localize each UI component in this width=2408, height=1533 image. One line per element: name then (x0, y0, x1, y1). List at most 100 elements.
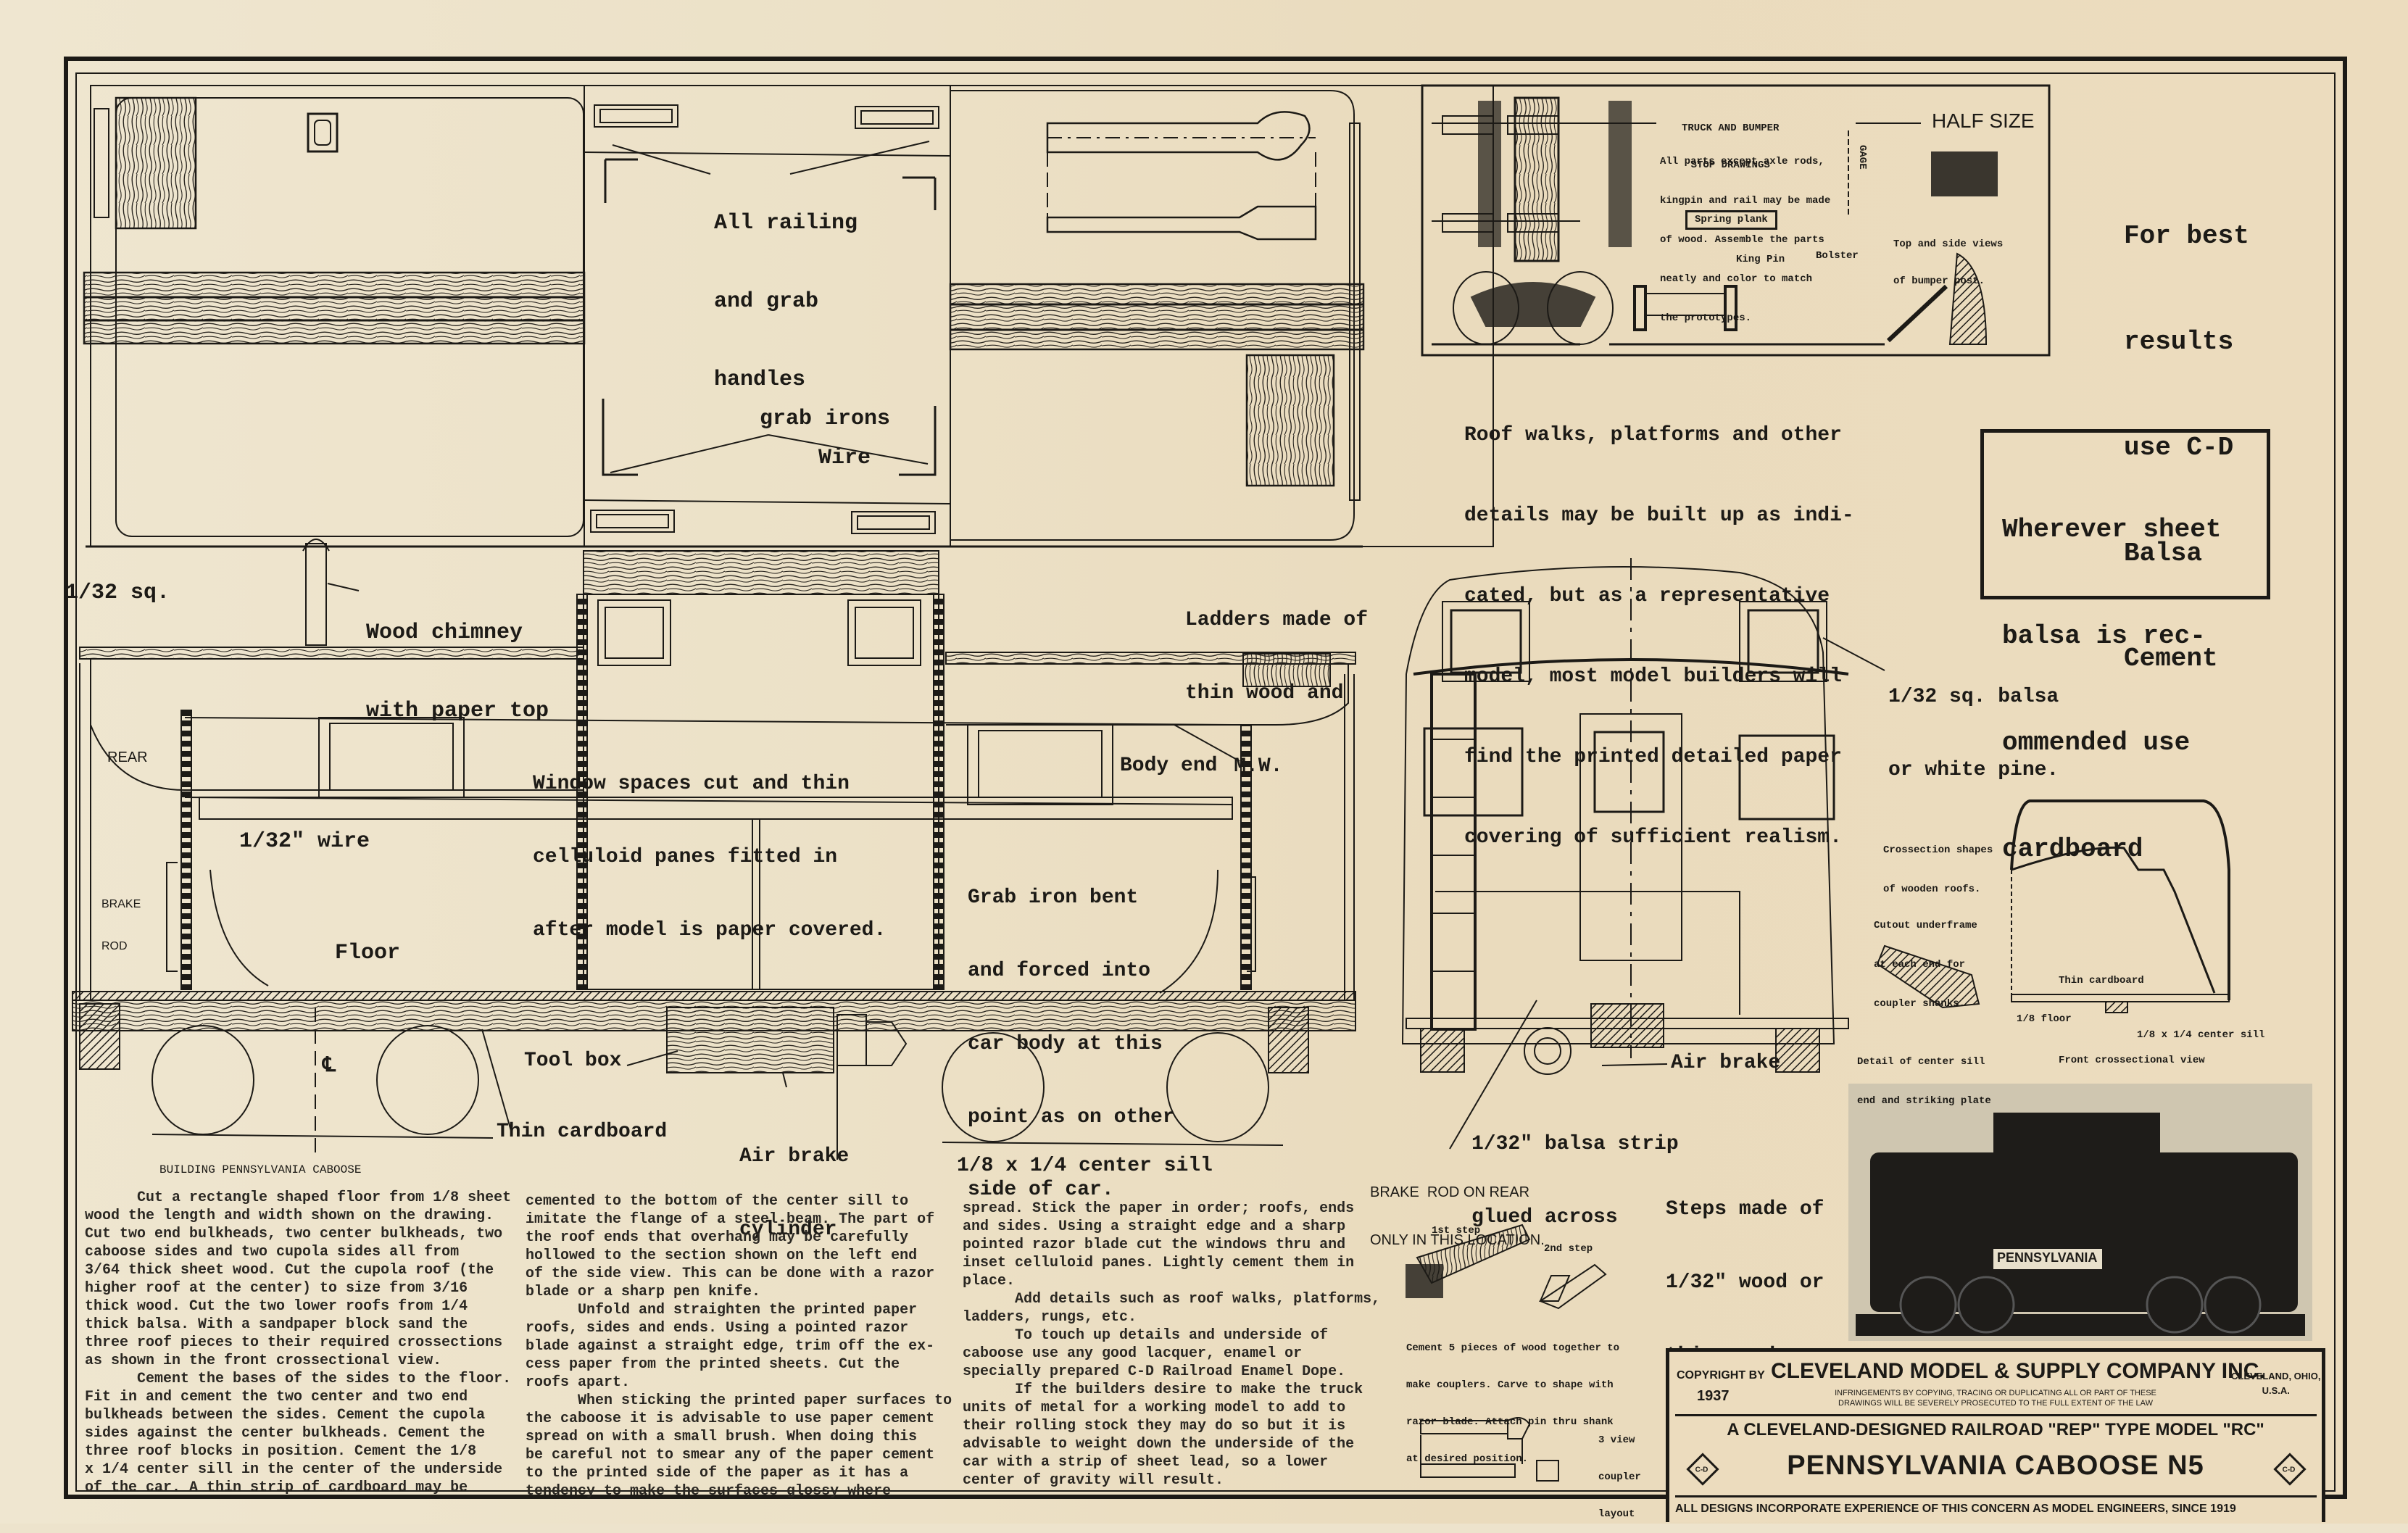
callout-grab-irons: grab irons (760, 407, 891, 431)
instruction-line: pointed razor blade cut the windows thru… (963, 1237, 1346, 1253)
instruction-line: the caboose it is advisable to use paper… (526, 1411, 935, 1427)
cutout-line: at each end for (1874, 959, 1966, 971)
roof-shapes-line: Crossection shapes (1883, 844, 1993, 856)
instruction-line: inset celluloid panes. Lightly cement th… (963, 1255, 1355, 1271)
callout-railing: All railing and grab handles Wire (714, 158, 871, 497)
instruction-line: units of metal for a working model to ad… (963, 1400, 1346, 1416)
callout-center-sill: 1/8 x 1/4 center sill (957, 1155, 1213, 1177)
xsec-center-sill: 1/8 x 1/4 center sill (2137, 1029, 2265, 1041)
instruction-line: ladders, rungs, etc. (963, 1309, 1137, 1326)
best-results-line: For best (2124, 221, 2249, 252)
truck-note-line: kingpin and rail may be made (1660, 195, 1831, 207)
truck-heading-line: TRUCK AND BUMPER (1682, 122, 1780, 134)
callout-grab-iron-bent: Grab iron bent and forced into car body … (968, 837, 1175, 1227)
instruction-line: three roof blocks in position. Cement th… (85, 1443, 477, 1460)
callout-ladders: Ladders made of thin wood and M.W. (1185, 560, 1368, 803)
callout-balsa-strip-line: glued across (1471, 1205, 1618, 1229)
instruction-line: If the builders desire to make the truck (963, 1382, 1363, 1398)
sheet-balsa-line: balsa is rec- (2002, 621, 2206, 651)
callout-grab-line: side of car. (968, 1179, 1114, 1202)
instructions-column-2: cemented to the bottom of the center sil… (526, 1192, 952, 1500)
callout-floor: Floor (335, 941, 401, 965)
instruction-line: spread on with a small brush. When doing… (526, 1429, 918, 1445)
sheet-balsa-box (1980, 429, 2270, 599)
truck-note-line: All parts except axle rods, (1660, 156, 1824, 167)
callout-window-line: celluloid panes fitted in (533, 845, 838, 868)
callout-window-line: after model is paper covered. (533, 918, 887, 942)
instruction-line: advisable to weight down the underside o… (963, 1436, 1355, 1453)
instruction-line: wood the length and width shown on the d… (85, 1208, 494, 1224)
callout-balsa-strip: 1/32" balsa strip glued across (1471, 1084, 1679, 1254)
callout-sq-balsa-line: 1/32 sq. balsa (1888, 686, 2059, 709)
detail-sill-note: Detail of center sill end and striking p… (1857, 1029, 1991, 1121)
instruction-line: and sides. Using a straight edge and a s… (963, 1218, 1346, 1235)
centerline-symbol: ℄ (323, 1055, 336, 1078)
coupler-step2: 2nd step (1544, 1243, 1593, 1255)
callout-brake-rod-rear-line: ONLY IN THIS LOCATION. (1370, 1232, 1545, 1248)
photo-lettering: PENNSYLVANIA (1997, 1250, 2098, 1265)
sheet-balsa-line: Wherever sheet (2002, 515, 2222, 544)
truck-note-line: neatly and color to match (1660, 273, 1813, 285)
title-divider (1675, 1495, 2317, 1497)
instruction-line: tendency to make the surfaces glossy whe… (526, 1483, 892, 1500)
coupler-sketches (1406, 1224, 1607, 1482)
copyright-year: 1937 (1697, 1388, 1730, 1404)
instruction-line: Fit in and cement the two center and two… (85, 1389, 468, 1405)
instruction-line: three roof pieces to their required cros… (85, 1334, 503, 1351)
sheet-border (64, 57, 2347, 1499)
callout-chimney: Wood chimney with paper top (366, 568, 549, 750)
spring-plank-label: Spring plank (1685, 210, 1777, 230)
instructions-column-3: spread. Stick the paper in order; roofs,… (963, 1200, 1380, 1490)
callout-air-brake-line: cylinder (739, 1218, 837, 1241)
callout-railing-line: handles (714, 367, 806, 392)
callout-grab-line: point as on other (968, 1105, 1175, 1129)
cd-logo-text: C-D (1695, 1466, 1709, 1474)
truck-drawing (1421, 84, 2051, 357)
callout-railing-line: All railing (714, 211, 858, 236)
best-results-line: Balsa (2124, 538, 2203, 568)
instruction-line: imitate the flange of a steel beam. The … (526, 1211, 935, 1228)
end-elevation (1401, 558, 1885, 1150)
instruction-line: Cut a rectangle shaped floor from 1/8 sh… (85, 1189, 512, 1206)
callout-railing-line: and grab (714, 289, 819, 314)
instruction-line: higher roof at the center) to size from … (85, 1280, 468, 1297)
caboose-photo-graphic (1848, 1084, 2312, 1341)
instruction-line: To touch up details and underside of (963, 1327, 1329, 1344)
gauge-label: GAGE (1856, 145, 1868, 170)
sheet-balsa-line: ommended use (2002, 728, 2191, 757)
instruction-line: be careful not to smear any of the paper… (526, 1447, 935, 1463)
callout-air-brake-cylinder: Air brake cylinder (739, 1096, 849, 1266)
xsec-thin-cardboard: Thin cardboard (2059, 975, 2144, 986)
instruction-line: cess paper from the printed sheets. Cut … (526, 1356, 900, 1373)
bumper-note-line: of bumper post. (1893, 275, 1985, 287)
detail-sill-line: end and striking plate (1857, 1095, 1991, 1107)
bumper-note: Top and side views of bumper post. (1893, 214, 2003, 300)
instruction-line: hollowed to the section shown on the lef… (526, 1247, 918, 1264)
model-name: PENNSYLVANIA CABOOSE N5 (1787, 1450, 2204, 1481)
coupler-instructions-line: Cement 5 pieces of wood together to (1406, 1342, 1620, 1354)
callout-thin-cardboard: Thin cardboard (497, 1121, 668, 1143)
detail-sill-line: Detail of center sill (1857, 1056, 1985, 1068)
instruction-line: roofs apart. (526, 1374, 631, 1391)
instruction-line: roofs, sides and ends. Using a pointed r… (526, 1320, 909, 1337)
instruction-line: sides against the center bulkheads. Ceme… (85, 1425, 486, 1442)
instruction-line: thick balsa. With a sandpaper block sand… (85, 1316, 468, 1333)
instruction-line: thick wood. Cut the two lower roofs from… (85, 1298, 468, 1315)
best-results-line: results (2124, 326, 2234, 357)
instruction-line: spread. Stick the paper in order; roofs,… (963, 1200, 1355, 1217)
truck-note: All parts except axle rods, kingpin and … (1660, 129, 1830, 338)
instruction-line: as shown in the front crossectional view… (85, 1353, 442, 1369)
sheet-balsa-line: cardboard (2002, 834, 2143, 864)
cutout-line: coupler shanks. (1874, 998, 1966, 1010)
model-subtitle: A CLEVELAND-DESIGNED RAILROAD "REP" TYPE… (1727, 1420, 2264, 1439)
callout-sq: 1/32 sq. (65, 581, 170, 605)
coupler-instructions-line: make couplers. Carve to shape with (1406, 1379, 1614, 1391)
truck-heading: TRUCK AND BUMPER STOP DRAWINGS (1682, 98, 1779, 184)
sheet-inner-border (75, 72, 2336, 1492)
instruction-line: of the car. A thin strip of cardboard ma… (85, 1479, 468, 1496)
sheet-balsa-note: Wherever sheet balsa is rec- ommended us… (2002, 441, 2221, 902)
instruction-line: When sticking the printed paper surfaces… (526, 1392, 952, 1409)
roof-plan-left (83, 85, 1494, 547)
coupler-instructions: Cement 5 pieces of wood together to make… (1406, 1318, 1619, 1478)
cd-logo-text: C-D (2282, 1466, 2296, 1474)
